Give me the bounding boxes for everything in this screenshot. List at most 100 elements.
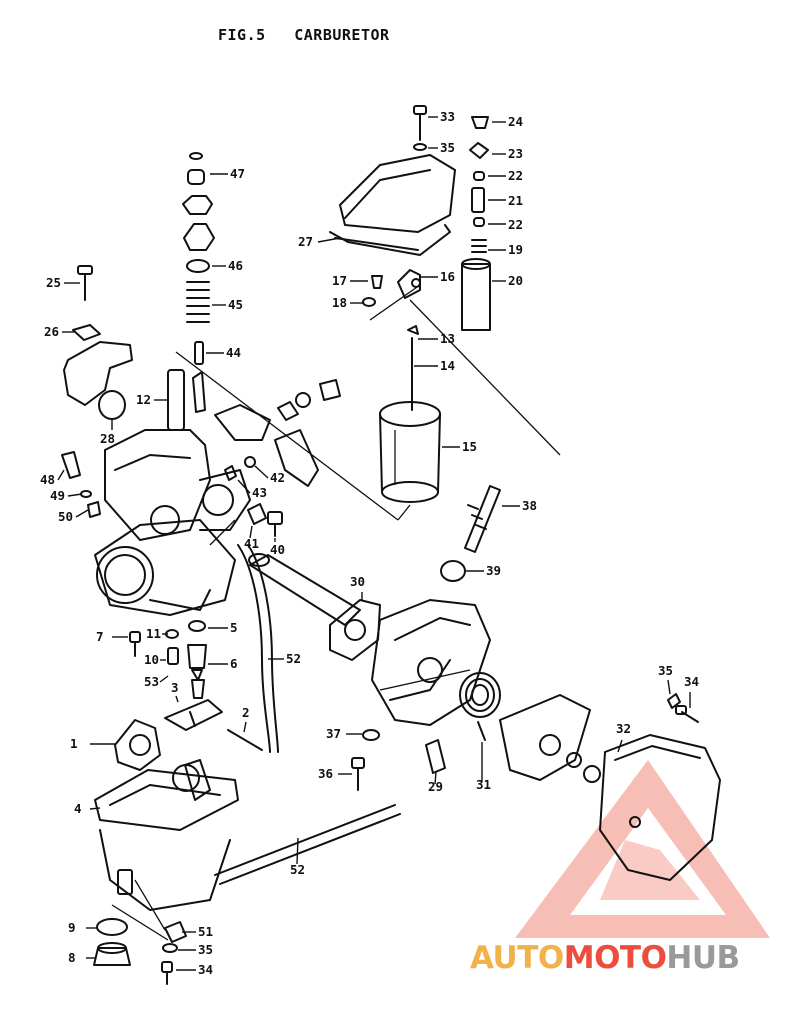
jet-needle [362, 269, 421, 411]
part-number-label: 23 [508, 146, 523, 161]
part-number-label: 52 [290, 862, 305, 877]
part-number-label: 50 [58, 509, 73, 524]
part-number-label: 21 [508, 193, 523, 208]
part-number-label: 45 [228, 297, 243, 312]
throttle-slide [379, 401, 441, 503]
part-number-label: 34 [198, 962, 213, 977]
part-number-label: 40 [270, 542, 285, 557]
leader-line [75, 509, 89, 518]
part-number-label: 53 [144, 674, 159, 689]
part-number-label: 48 [40, 472, 55, 487]
part-number-label: 11 [146, 626, 161, 641]
part-number-label: 30 [350, 574, 365, 589]
watermark-logo [515, 760, 770, 938]
drain-parts [93, 918, 187, 985]
part-number-label: 16 [440, 269, 455, 284]
part-number-label: 42 [270, 470, 285, 485]
part-number-label: 20 [508, 273, 523, 288]
watermark-auto: AUTO [470, 940, 564, 976]
part-number-label: 39 [486, 563, 501, 578]
part-number-label: 28 [100, 431, 115, 446]
leader-line [243, 721, 247, 733]
leader-line [67, 493, 83, 497]
float-assembly [114, 699, 263, 771]
figure-name: CARBURETOR [294, 26, 390, 44]
part-number-label: 22 [508, 168, 523, 183]
part-number-label: 4 [74, 801, 82, 816]
leader-line [237, 479, 251, 494]
watermark-hub: HUB [666, 940, 739, 976]
watermark-moto: MOTO [564, 940, 667, 976]
part-number-label: 35 [198, 942, 213, 957]
leader-line [89, 807, 101, 810]
leader-line [254, 465, 269, 479]
pilot-parts [182, 152, 215, 365]
part-number-label: 34 [684, 674, 699, 689]
part-number-label: 10 [144, 652, 159, 667]
part-number-label: 51 [198, 924, 213, 939]
part-number-label: 44 [226, 345, 241, 360]
leader-line [296, 837, 299, 865]
figure-number: FIG.5 [218, 26, 266, 44]
part-number-label: 13 [440, 331, 455, 346]
oil-pump-housing [371, 599, 491, 726]
cable-adjuster [63, 265, 133, 420]
part-number-label: 6 [230, 656, 238, 671]
part-number-label: 14 [440, 358, 455, 373]
adjuster-bolt [440, 485, 501, 582]
cover-screws [667, 693, 699, 723]
part-number-label: 1 [70, 736, 78, 751]
part-number-label: 12 [136, 392, 151, 407]
part-number-label: 29 [428, 779, 443, 794]
part-number-label: 52 [286, 651, 301, 666]
vent-hoses [214, 544, 401, 885]
leader-line [249, 525, 253, 539]
leader-line [159, 675, 169, 683]
pump-lever [499, 694, 601, 783]
part-number-label: 9 [68, 920, 76, 935]
return-spring [459, 672, 501, 741]
part-number-label: 43 [252, 485, 267, 500]
float-chamber [94, 759, 239, 911]
part-number-label: 38 [522, 498, 537, 513]
figure-title: FIG.5 CARBURETOR [218, 26, 390, 44]
leader-line [175, 695, 179, 703]
assembly-lines [111, 284, 561, 941]
screws-40-41 [247, 503, 283, 537]
part-number-label: 36 [318, 766, 333, 781]
part-number-label: 17 [332, 273, 347, 288]
leader-line [57, 469, 65, 481]
part-number-label: 32 [616, 721, 631, 736]
part-number-label: 33 [440, 109, 455, 124]
part-number-label: 35 [440, 140, 455, 155]
chamber-cover [329, 154, 456, 256]
pump-cover [599, 734, 721, 881]
leader-line [667, 679, 671, 695]
part-number-label: 3 [171, 680, 179, 695]
part-number-label: 25 [46, 275, 61, 290]
part-number-label: 41 [244, 536, 259, 551]
part-number-label: 22 [508, 217, 523, 232]
part-number-label: 37 [326, 726, 341, 741]
part-number-label: 18 [332, 295, 347, 310]
housing-screws [351, 729, 446, 791]
leader-line [617, 739, 623, 753]
part-number-label: 8 [68, 950, 76, 965]
leader-line [317, 237, 341, 243]
part-number-label: 2 [242, 705, 250, 720]
part-number-label: 27 [298, 234, 313, 249]
part-number-label: 46 [228, 258, 243, 273]
part-number-label: 35 [658, 663, 673, 678]
watermark-text: AUTOMOTOHUB [470, 940, 740, 976]
float-valve-parts [129, 620, 207, 699]
leader-line [434, 771, 437, 785]
part-number-label: 5 [230, 620, 238, 635]
carburetor-body [94, 369, 341, 616]
part-number-label: 24 [508, 114, 523, 129]
part-number-label: 19 [508, 242, 523, 257]
part-number-label: 31 [476, 777, 491, 792]
part-number-label: 49 [50, 488, 65, 503]
